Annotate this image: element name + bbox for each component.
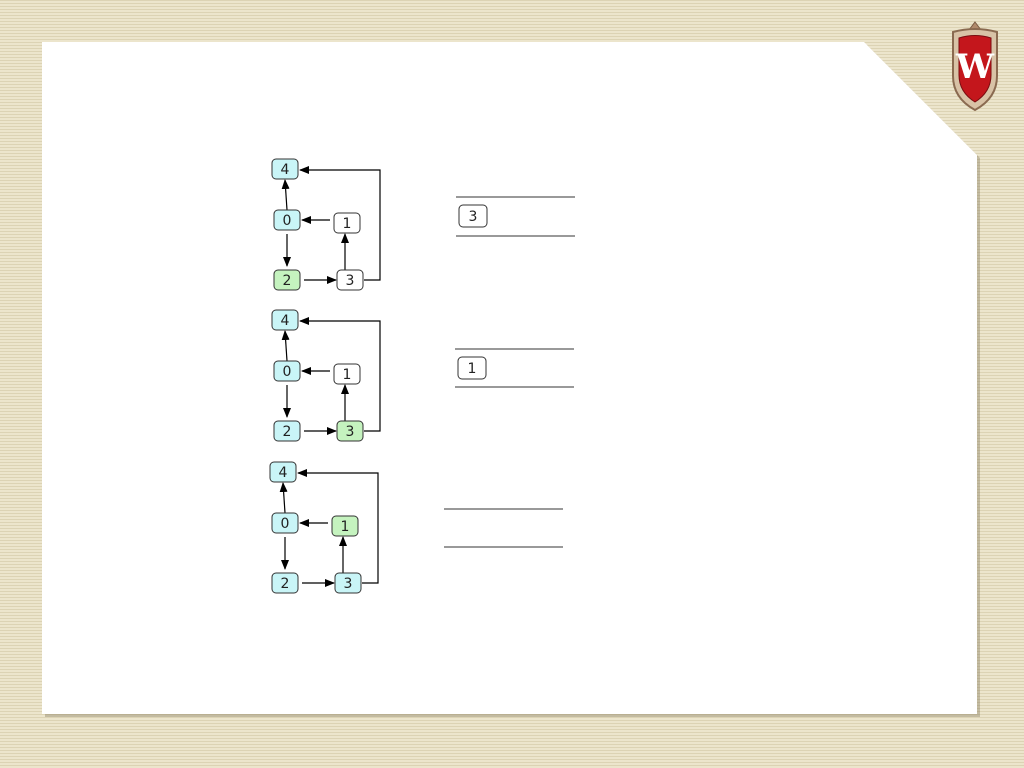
queue-item: 3 <box>458 204 488 228</box>
graph-panel: 4 0 1 2 3 1 <box>271 309 574 442</box>
graph-node: 1 <box>331 515 359 537</box>
graph-node: 0 <box>273 209 301 231</box>
node-label: 1 <box>343 216 352 232</box>
node-label: 2 <box>281 576 290 592</box>
graph-node: 3 <box>334 572 362 594</box>
graph-node: 0 <box>271 512 299 534</box>
graph-panel: 4 0 1 2 3 3 <box>271 158 575 291</box>
edge-0-to-4 <box>281 330 290 362</box>
graph-node: 2 <box>273 269 301 291</box>
graph-node: 3 <box>336 420 364 442</box>
node-box <box>273 209 301 231</box>
graph-node: 1 <box>333 212 361 234</box>
node-label: 2 <box>283 424 292 440</box>
queue-item-box <box>458 204 488 228</box>
node-label: 4 <box>279 465 288 481</box>
node-label: 4 <box>281 313 290 329</box>
node-box <box>273 360 301 382</box>
queue-item-label: 3 <box>469 209 478 225</box>
node-label: 0 <box>281 516 290 532</box>
queue-item-box <box>457 356 487 380</box>
node-label: 3 <box>346 273 355 289</box>
node-box <box>273 420 301 442</box>
node-label: 3 <box>346 424 355 440</box>
edge-0-to-4 <box>279 482 288 514</box>
node-label: 3 <box>344 576 353 592</box>
node-label: 0 <box>283 213 292 229</box>
node-box <box>269 461 297 483</box>
node-box <box>333 363 361 385</box>
crest-letter: W <box>955 47 995 87</box>
node-label: 1 <box>341 519 350 535</box>
node-box <box>331 515 359 537</box>
node-box <box>336 420 364 442</box>
graph-node: 2 <box>273 420 301 442</box>
node-box <box>334 572 362 594</box>
slide <box>42 42 977 714</box>
queue-item: 1 <box>457 356 487 380</box>
node-box <box>271 512 299 534</box>
graph-node: 4 <box>271 158 299 180</box>
queue-item-label: 1 <box>468 361 477 377</box>
graph-node: 4 <box>271 309 299 331</box>
node-label: 2 <box>283 273 292 289</box>
graph-panel: 4 0 1 2 3 <box>269 461 563 594</box>
node-label: 1 <box>343 367 352 383</box>
node-box <box>271 158 299 180</box>
graph-node: 4 <box>269 461 297 483</box>
edge-0-to-4 <box>281 179 290 211</box>
node-box <box>271 572 299 594</box>
edge-3-to-4 <box>299 317 381 432</box>
graph-node: 3 <box>336 269 364 291</box>
edge-3-to-4 <box>297 469 379 584</box>
node-box <box>336 269 364 291</box>
graph-node: 0 <box>273 360 301 382</box>
edge-3-to-4 <box>299 166 381 281</box>
graph-node: 2 <box>271 572 299 594</box>
node-label: 0 <box>283 364 292 380</box>
university-crest-icon: W <box>952 21 998 112</box>
node-label: 4 <box>281 162 290 178</box>
graph-node: 1 <box>333 363 361 385</box>
node-box <box>271 309 299 331</box>
node-box <box>273 269 301 291</box>
node-box <box>333 212 361 234</box>
